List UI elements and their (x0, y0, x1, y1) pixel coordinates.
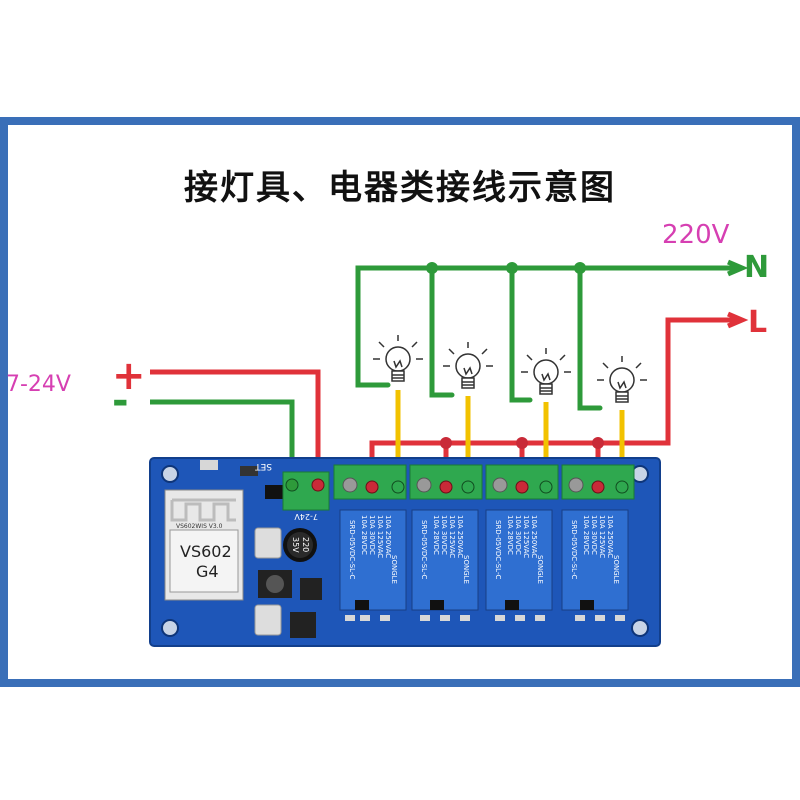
cap-value: 220 (301, 537, 310, 552)
image-frame (0, 117, 800, 687)
relay-board (149, 457, 661, 647)
relay-4-rating-3: 10A 30VDC (590, 515, 598, 555)
diagram-title: 接灯具、电器类接线示意图 (184, 168, 616, 208)
relay-1-rating-1: 10A 250VAC (384, 515, 392, 558)
relay-4-rating-1: 10A 250VAC (606, 515, 614, 558)
relay-3-model: SRD-05VDC-SL-C (494, 520, 502, 579)
relay-4-rating-4: 10A 28VDC (582, 515, 590, 555)
negative-label: - (112, 378, 129, 424)
neutral-wiring (355, 265, 743, 411)
positive-label: + (112, 353, 146, 399)
supply-voltage-label: 7-24V (6, 372, 71, 397)
cap-voltage: 35V (291, 537, 300, 553)
neutral-label: N (744, 250, 770, 285)
bulb-4-icon (597, 356, 647, 403)
live-arrow (727, 311, 749, 329)
relay-4-brand: SONGLE (612, 555, 620, 584)
relay-1-model: SRD-05VDC-SL-C (348, 520, 356, 579)
relay-3-rating-3: 10A 30VDC (514, 515, 522, 555)
relay-2-rating-1: 10A 250VAC (456, 515, 464, 558)
neutral-arrow (727, 259, 749, 277)
module-version: G4 (196, 562, 219, 581)
relay-1-rating-2: 10A 125VAC (376, 515, 384, 558)
relay-2-rating-2: 10A 125VAC (448, 515, 456, 558)
bulb-2-icon (443, 342, 493, 389)
set-label: SET (255, 461, 272, 471)
bulb-3-icon (521, 348, 571, 395)
mains-voltage-label: 220V (662, 220, 730, 250)
relay-2-rating-3: 10A 30VDC (440, 515, 448, 555)
relay-2-model: SRD-05VDC-SL-C (420, 520, 428, 579)
relay-3-brand: SONGLE (536, 555, 544, 584)
relay-3-rating-2: 10A 125VAC (522, 515, 530, 558)
live-junctions (440, 437, 604, 449)
module-name: VS602 (180, 542, 232, 561)
relay-1-rating-3: 10A 30VDC (368, 515, 376, 555)
relay-2-rating-4: 10A 28VDC (432, 515, 440, 555)
module-code: VS602WIS V3.0 (176, 523, 223, 530)
relay-3-rating-1: 10A 250VAC (530, 515, 538, 558)
relay-1-rating-4: 10A 28VDC (360, 515, 368, 555)
relay-2-brand: SONGLE (462, 555, 470, 584)
frame-border (0, 117, 800, 687)
relay-labels: SRD-05VDC-SL-C SONGLE 10A 250VAC 10A 125… (348, 515, 620, 584)
power-label: 7-24V (294, 512, 318, 521)
live-label: L (748, 305, 768, 340)
neutral-junctions (426, 262, 586, 274)
relay-3-rating-4: 10A 28VDC (506, 515, 514, 555)
relay-1-brand: SONGLE (390, 555, 398, 584)
bulb-1-icon (373, 335, 423, 382)
relay-4-rating-2: 10A 125VAC (598, 515, 606, 558)
relay-4-model: SRD-05VDC-SL-C (570, 520, 578, 579)
